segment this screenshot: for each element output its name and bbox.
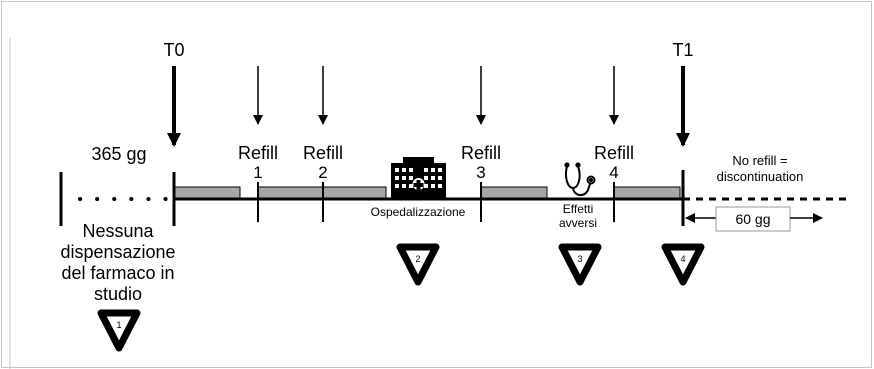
marker-1: 1	[97, 309, 141, 352]
supply-bar-3	[480, 186, 548, 200]
no-dispensation-line-2: dispensazione	[60, 242, 175, 262]
stethoscope-icon	[564, 162, 596, 196]
t1-label: T1	[672, 40, 693, 60]
discontinuation-label-line-2: discontinuation	[717, 169, 804, 184]
hospitalization-label: Ospedalizzazione	[371, 205, 466, 219]
t0-label: T0	[163, 40, 184, 60]
refill-1-number: 1	[253, 163, 262, 182]
marker-3: 3	[558, 243, 602, 286]
no-dispensation-line-3: del farmaco in	[61, 263, 174, 283]
marker-1-label: 1	[116, 320, 121, 330]
no-dispensation-line-1: Nessuna	[82, 221, 154, 241]
adverse-effects-label-line-2: avversi	[559, 216, 597, 230]
marker-3-label: 3	[577, 254, 582, 264]
grace-period-label: 60 gg	[735, 211, 770, 227]
refill-2-label: Refill	[303, 143, 343, 163]
supply-bar-1	[173, 186, 241, 200]
no-dispensation-line-4: studio	[94, 284, 142, 304]
supply-bar-4	[613, 186, 681, 200]
lookback-label: 365 gg	[91, 144, 146, 164]
grace-period-box	[715, 206, 791, 232]
adverse-effects-label-line-1: Effetti	[563, 202, 593, 216]
hospital-icon	[391, 157, 446, 198]
discontinuation-label-line-1: No refill =	[732, 153, 787, 168]
refill-4-number: 4	[609, 163, 618, 182]
marker-4: 4	[661, 243, 705, 286]
refill-3-number: 3	[476, 163, 485, 182]
refill-3-label: Refill	[461, 143, 501, 163]
refill-1-label: Refill	[238, 143, 278, 163]
marker-4-label: 4	[680, 254, 685, 264]
marker-2: 2	[396, 243, 440, 286]
refill-4-label: Refill	[594, 143, 634, 163]
marker-2-label: 2	[415, 254, 420, 264]
refill-2-number: 2	[318, 163, 327, 182]
